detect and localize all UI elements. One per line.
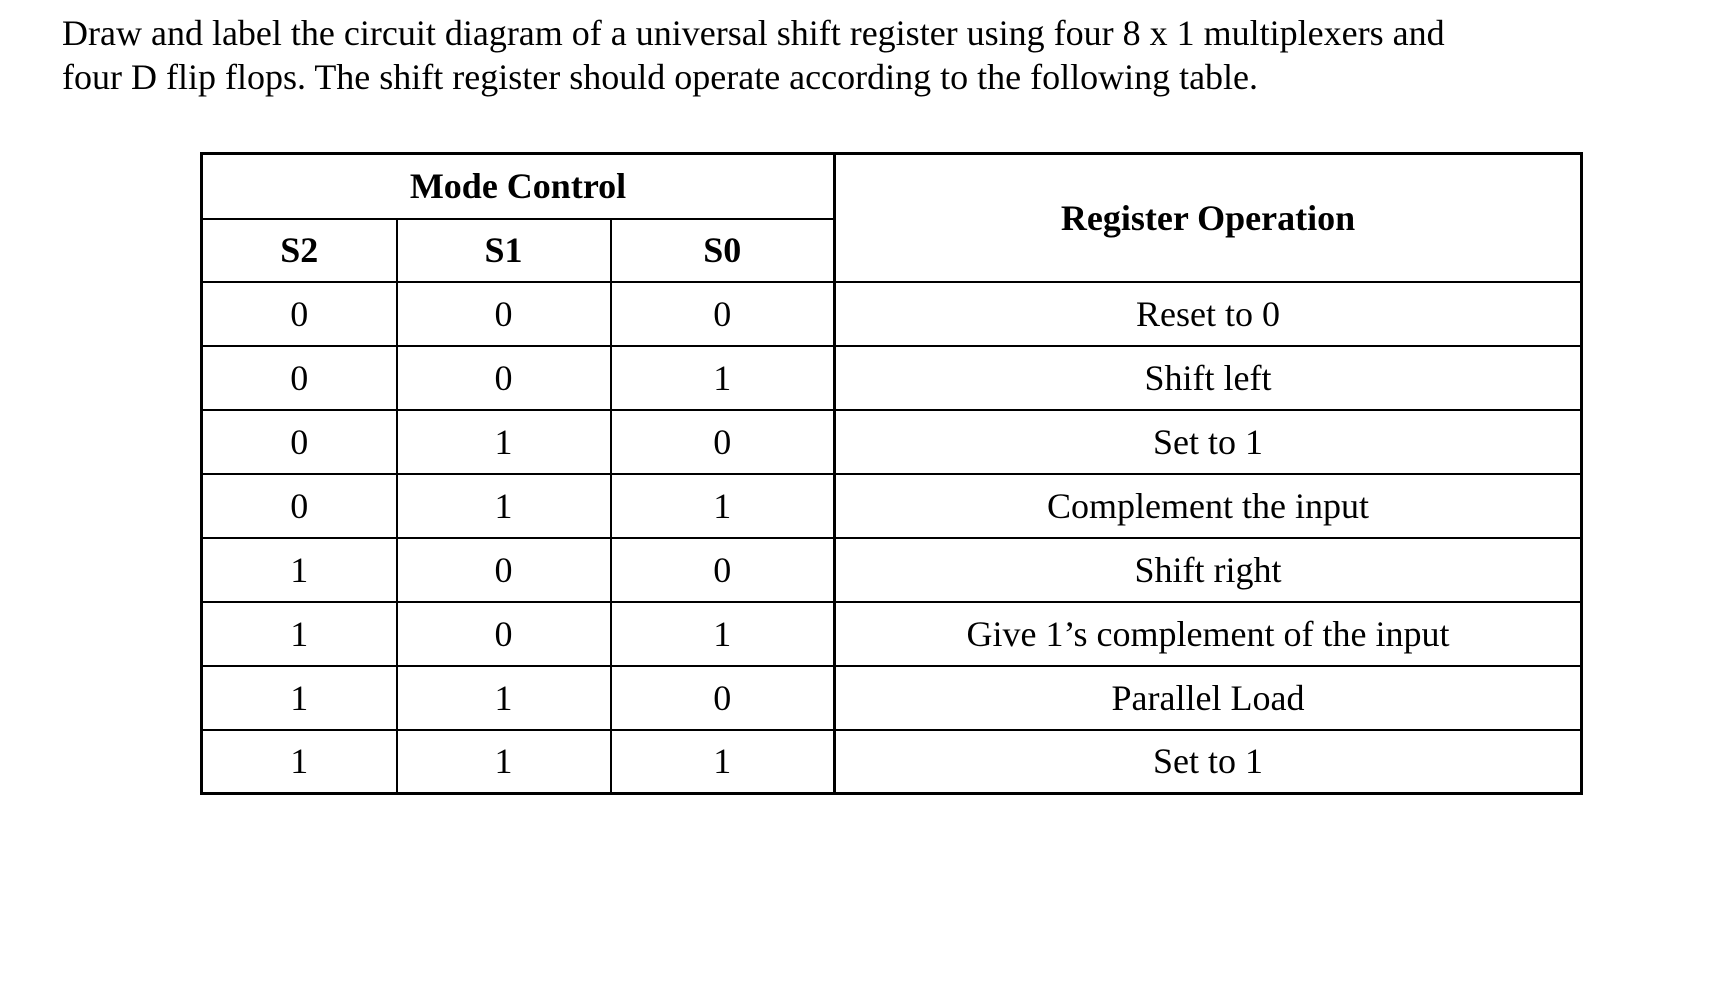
- table-row: 1 1 0 Parallel Load: [200, 664, 1583, 731]
- s1-cell: 1: [395, 664, 612, 731]
- mode-control-table: Mode Control Register Operation S2 S1 S0…: [200, 152, 1583, 795]
- s2-cell: 0: [200, 408, 398, 475]
- s1-cell: 0: [395, 280, 612, 347]
- s2-cell: 1: [200, 600, 398, 667]
- s0-cell: 1: [609, 728, 836, 795]
- s1-cell: 0: [395, 344, 612, 411]
- s1-cell: 0: [395, 600, 612, 667]
- s2-cell: 0: [200, 344, 398, 411]
- s2-cell: 1: [200, 664, 398, 731]
- question-text: Draw and label the circuit diagram of a …: [62, 11, 1445, 99]
- table-row: 0 1 1 Complement the input: [200, 472, 1583, 539]
- s0-cell: 0: [609, 664, 836, 731]
- s2-cell: 0: [200, 280, 398, 347]
- operation-cell: Complement the input: [833, 472, 1583, 539]
- s2-cell: 1: [200, 728, 398, 795]
- operation-cell: Shift right: [833, 536, 1583, 603]
- table-row: 0 1 0 Set to 1: [200, 408, 1583, 475]
- mode-control-header: Mode Control: [200, 152, 836, 220]
- table-row: 1 0 0 Shift right: [200, 536, 1583, 603]
- table-row: 0 0 1 Shift left: [200, 344, 1583, 411]
- column-header-s2: S2: [200, 217, 398, 283]
- s2-cell: 1: [200, 536, 398, 603]
- s0-cell: 0: [609, 280, 836, 347]
- question-text-line-1: Draw and label the circuit diagram of a …: [62, 13, 1445, 53]
- column-header-s0: S0: [609, 217, 836, 283]
- question-text-line-2: four D flip flops. The shift register sh…: [62, 57, 1259, 97]
- register-operation-header: Register Operation: [833, 152, 1583, 283]
- table-header-row-2: S2 S1 S0: [200, 217, 1582, 283]
- operation-cell: Reset to 0: [833, 280, 1583, 347]
- table-header-row-1: Mode Control Register Operation: [200, 152, 1583, 283]
- operation-cell: Set to 1: [833, 728, 1583, 795]
- s0-cell: 1: [609, 600, 836, 667]
- s0-cell: 1: [609, 344, 836, 411]
- s2-cell: 0: [200, 472, 398, 539]
- table-row: 0 0 0 Reset to 0: [200, 280, 1583, 347]
- table-row: 1 1 1 Set to 1: [200, 728, 1583, 795]
- s0-cell: 1: [609, 472, 836, 539]
- operation-cell: Shift left: [833, 344, 1583, 411]
- s1-cell: 1: [395, 472, 612, 539]
- operation-cell: Give 1’s complement of the input: [833, 600, 1583, 667]
- s1-cell: 0: [395, 536, 612, 603]
- table-row: 1 0 1 Give 1’s complement of the input: [200, 600, 1583, 667]
- s0-cell: 0: [609, 536, 836, 603]
- operation-cell: Parallel Load: [833, 664, 1583, 731]
- s1-cell: 1: [395, 408, 612, 475]
- s1-cell: 1: [395, 728, 612, 795]
- column-header-s1: S1: [395, 217, 612, 283]
- s0-cell: 0: [609, 408, 836, 475]
- operation-cell: Set to 1: [833, 408, 1583, 475]
